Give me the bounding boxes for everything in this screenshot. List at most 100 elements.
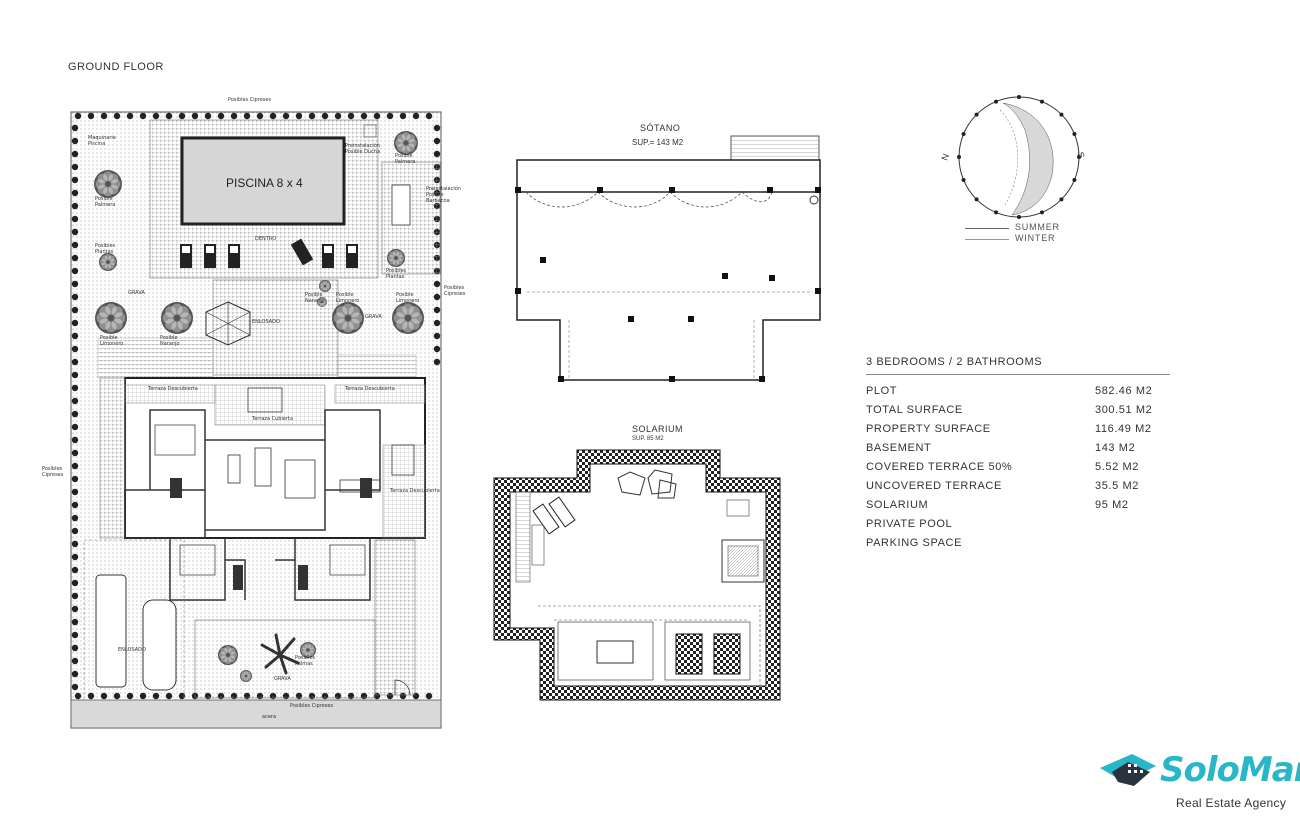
tree-icon bbox=[161, 302, 193, 334]
palm-icon bbox=[260, 633, 300, 675]
spec-label: SOLARIUM bbox=[866, 498, 929, 511]
cypress-dot bbox=[386, 112, 394, 120]
cypress-dot bbox=[71, 397, 79, 405]
legend-summer: SUMMER bbox=[1015, 222, 1060, 232]
cypress-dot bbox=[71, 358, 79, 366]
spec-label: TOTAL SURFACE bbox=[866, 403, 963, 416]
tree-icon bbox=[218, 645, 238, 665]
tree-icon bbox=[392, 302, 424, 334]
sun-tick bbox=[994, 210, 999, 215]
cypress-dot bbox=[71, 319, 79, 327]
cypress-dot bbox=[71, 475, 79, 483]
cypress-dot bbox=[178, 692, 186, 700]
cypress-dot bbox=[71, 280, 79, 288]
cypress-dot bbox=[321, 112, 329, 120]
cypress-dot bbox=[308, 112, 316, 120]
sun-tick bbox=[1077, 155, 1081, 159]
cypress-dot bbox=[71, 436, 79, 444]
spec-value: 5.52 M2 bbox=[1095, 460, 1139, 473]
cypress-dot bbox=[282, 112, 290, 120]
cypress-dot bbox=[71, 540, 79, 548]
terrace-side-label: Terraza Descubierta bbox=[390, 488, 440, 494]
cypress-dot bbox=[433, 124, 441, 132]
spec-value: 116.49 M2 bbox=[1095, 422, 1152, 435]
solarium-plan bbox=[493, 449, 781, 701]
cypress-dot bbox=[87, 112, 95, 120]
cypress-dot bbox=[71, 371, 79, 379]
cypress-dot bbox=[87, 692, 95, 700]
tree-icon bbox=[300, 642, 316, 658]
spec-label: PROPERTY SURFACE bbox=[866, 422, 991, 435]
van bbox=[95, 574, 127, 688]
spec-label: BASEMENT bbox=[866, 441, 932, 454]
palms-front-label: Posibles Palmas bbox=[295, 655, 316, 667]
pool-machine-label: Maquinaria Piscina bbox=[88, 135, 116, 147]
cypress-dot bbox=[71, 683, 79, 691]
shower-label: Preinstalación Posible Ducha bbox=[345, 143, 381, 155]
sun-tick bbox=[1017, 215, 1021, 219]
parking-paving-label: ENLOSADO bbox=[118, 647, 146, 653]
cypress-dot bbox=[71, 449, 79, 457]
spec-row: BASEMENT 143 M2 bbox=[866, 438, 1170, 457]
solarium-title: SOLARIUM bbox=[632, 424, 684, 434]
cypress-dot bbox=[71, 553, 79, 561]
cypress-dot bbox=[100, 692, 108, 700]
palm-left-label: Posible Palmera bbox=[95, 196, 116, 208]
sun-legend: SUMMER WINTER bbox=[965, 222, 1060, 244]
cypress-dot bbox=[71, 670, 79, 678]
gravel-right-label: GRAVA bbox=[365, 314, 382, 320]
tree-icon bbox=[240, 670, 252, 682]
pool bbox=[180, 136, 346, 226]
tree-icon bbox=[394, 131, 418, 155]
terrace-covered-label: Terraza Cubierta bbox=[252, 416, 294, 422]
cypress-dot bbox=[139, 112, 147, 120]
sotano-surface: SUP.= 143 M2 bbox=[632, 138, 684, 147]
cypress-dot bbox=[71, 228, 79, 236]
cypress-dot bbox=[433, 150, 441, 158]
sotano-title: SÓTANO bbox=[640, 123, 681, 133]
cypress-label-top: Posibles Cipreses bbox=[228, 97, 272, 103]
logo-tagline: Real Estate Agency bbox=[1176, 796, 1287, 810]
cypress-dot bbox=[126, 112, 134, 120]
gravel-left-label: GRAVA bbox=[128, 290, 145, 296]
spec-row: PRIVATE POOL bbox=[866, 514, 1170, 533]
cypress-dot bbox=[433, 137, 441, 145]
umbrella-icon bbox=[205, 301, 251, 346]
sun-tick bbox=[961, 177, 966, 182]
cypress-dot bbox=[71, 566, 79, 574]
solarium-surface: SUP. 85 M2 bbox=[632, 436, 664, 442]
cypress-dot bbox=[74, 692, 82, 700]
cypress-dot bbox=[71, 423, 79, 431]
sun-tick bbox=[994, 99, 999, 104]
spec-label: COVERED TERRACE 50% bbox=[866, 460, 1013, 473]
cypress-dot bbox=[217, 112, 225, 120]
cypress-dot bbox=[71, 579, 79, 587]
sun-tick bbox=[1072, 177, 1077, 182]
sun-tick bbox=[1072, 132, 1077, 137]
lemon-tree-label-2: Posible Limonero bbox=[336, 292, 360, 304]
cypress-dot bbox=[256, 112, 264, 120]
patio bbox=[212, 279, 339, 376]
tree-icon bbox=[99, 253, 117, 271]
spec-label: PARKING SPACE bbox=[866, 536, 963, 549]
cypress-dot bbox=[334, 112, 342, 120]
cypress-dot bbox=[230, 112, 238, 120]
sun-diagram-ticks bbox=[957, 95, 1081, 219]
cypress-dot bbox=[71, 462, 79, 470]
cypress-dot bbox=[243, 112, 251, 120]
spec-label: PLOT bbox=[866, 384, 898, 397]
plants-left-label: Posibles Plantas bbox=[95, 243, 116, 255]
cypress-dot bbox=[71, 241, 79, 249]
cypress-dot bbox=[71, 176, 79, 184]
terrace-left-label: Terraza Descubierta bbox=[148, 386, 198, 392]
sun-tick bbox=[974, 197, 979, 202]
barbecue-label: Preinstalación Posible Barbacoa bbox=[426, 186, 461, 204]
sun-tick bbox=[1039, 99, 1044, 104]
cypress-dot bbox=[412, 112, 420, 120]
spec-value: 143 M2 bbox=[1095, 441, 1136, 454]
cypress-dot bbox=[71, 332, 79, 340]
